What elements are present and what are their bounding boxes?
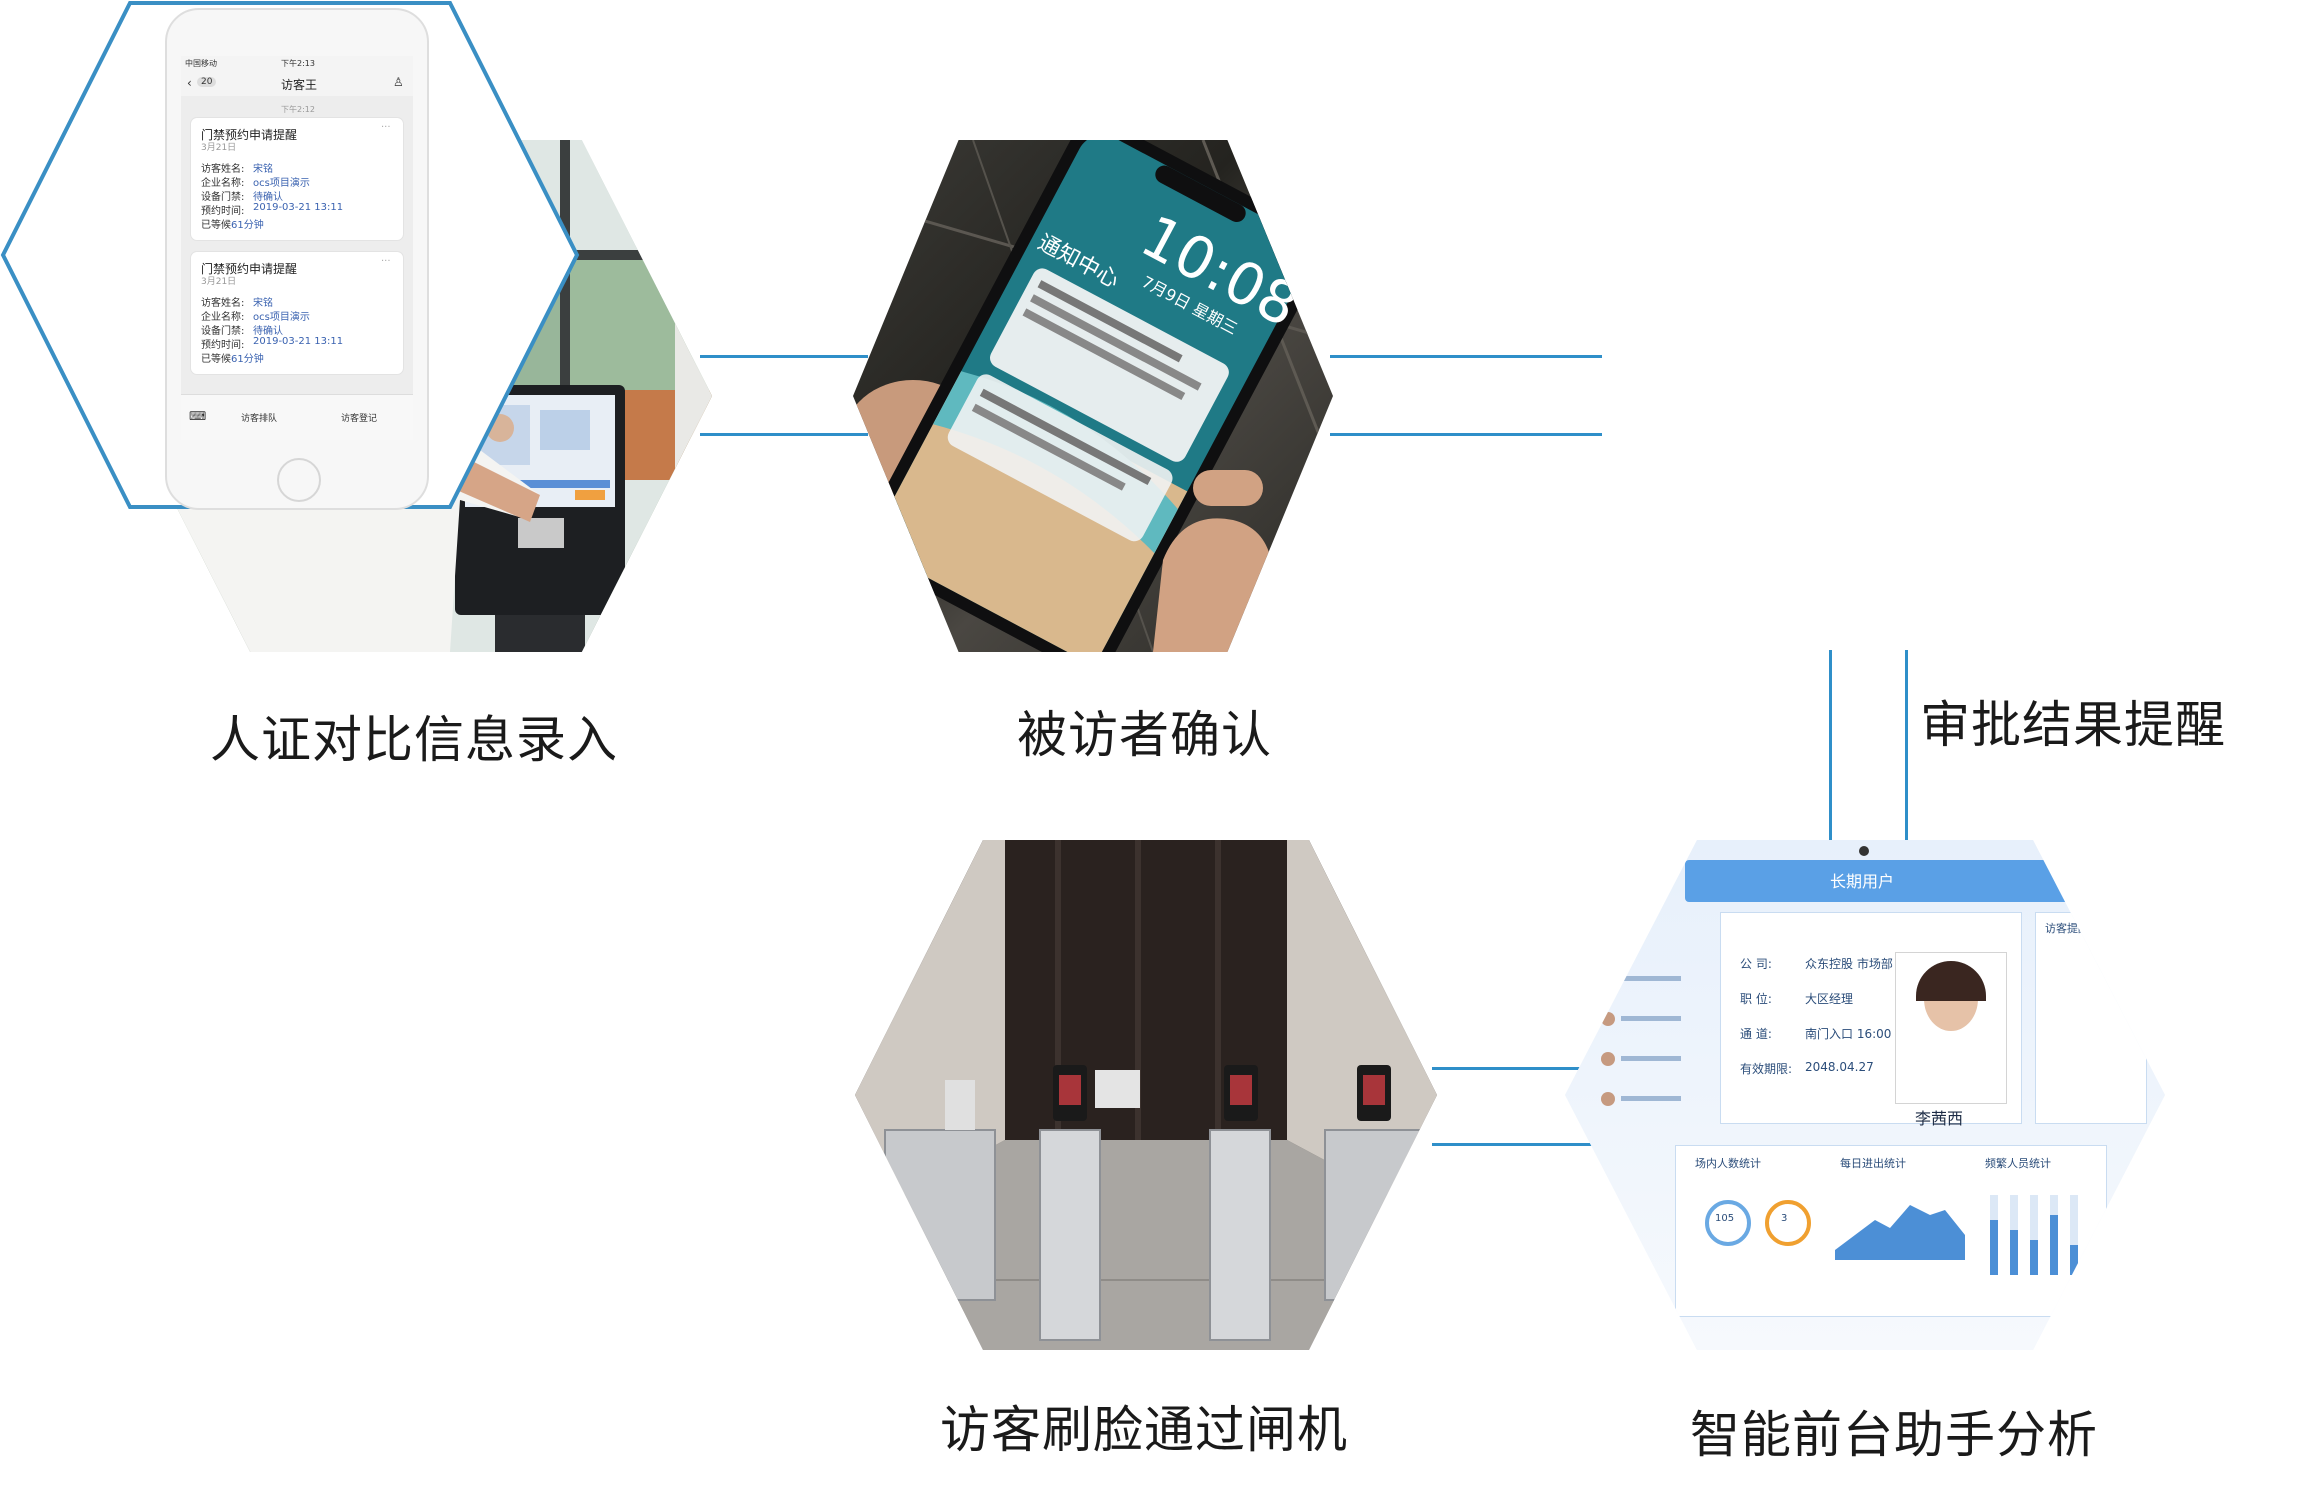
status-time: 下午2:13 (281, 59, 315, 68)
connector-2-3-top (1330, 355, 1602, 358)
step2-caption: 被访者确认 (1017, 706, 1272, 764)
card-row-value: 宋铭 (253, 298, 273, 309)
phone-scene-illustration: 10:08 7月9日 星期三 通知中心 (853, 140, 1333, 652)
card-title: 门禁预约申请提醒 (201, 128, 298, 142)
connector-4-5-top (1432, 1067, 1592, 1070)
banner-title: 长期用户 (1830, 872, 1895, 891)
app-tabbar: ⌨ 访客排队 访客登记 (181, 394, 413, 440)
position-label: 职 位: (1740, 992, 1772, 1006)
stat-title: 每日进出统计 (1840, 1157, 1906, 1170)
ring-value: 3 (1781, 1213, 1788, 1224)
card-row-value: ocs项目演示 (253, 312, 310, 323)
card-row-key: 设备门禁: (201, 192, 245, 203)
card-row-value: 61分钟 (231, 220, 264, 231)
home-button[interactable] (277, 458, 321, 502)
phone-mockup: 中国移动 下午2:13 ‹ 20 访客王 ♙ 下午2:12 门禁预约申请提醒 ·… (165, 8, 429, 510)
card-row-value: 待确认 (253, 192, 283, 203)
dashboard-tile: 长期用户 公 司: 众东控股 市场部 职 位: 大区经理 通 道: 南门入口 1… (1565, 840, 2165, 1350)
ring-chart (1705, 1200, 1751, 1246)
card-row-key: 访客姓名: (201, 298, 245, 309)
step3-caption: 审批结果提醒 (1920, 696, 2226, 754)
app-navbar: 中国移动 下午2:13 ‹ 20 访客王 ♙ (181, 56, 413, 96)
carrier-text: 中国移动 (185, 59, 217, 68)
valid-value: 2048.04.27 (1805, 1060, 1874, 1074)
connector-3-5-left (1829, 650, 1832, 850)
card-row-value: 宋铭 (253, 164, 273, 175)
step4-caption: 访客刷脸通过闸机 (940, 1401, 1348, 1459)
card-row-value: 2019-03-21 13:11 (253, 202, 344, 213)
company-value: 众东控股 市场部 (1805, 957, 1893, 971)
tab-visitor-register[interactable]: 访客登记 (341, 414, 378, 424)
reminder-title: 访客提醒 (2045, 922, 2089, 935)
phone-notification-tile: 10:08 7月9日 星期三 通知中心 (853, 140, 1333, 652)
back-chevron-icon[interactable]: ‹ (187, 76, 192, 90)
more-icon[interactable]: ··· (381, 122, 391, 133)
card-date: 3月21日 (201, 143, 237, 153)
ring-chart (1765, 1200, 1811, 1246)
card-date: 3月21日 (201, 277, 237, 287)
back-count-badge: 20 (197, 77, 217, 87)
frequent-bar-chart (1990, 1195, 2078, 1275)
visitor-name: 李茜西 (1915, 1109, 1964, 1128)
more-icon[interactable]: ··· (381, 256, 391, 267)
card-row-key: 企业名称: (201, 178, 245, 189)
card-title: 门禁预约申请提醒 (201, 262, 298, 276)
gate-photo-tile (855, 840, 1437, 1350)
company-label: 公 司: (1740, 957, 1772, 971)
step5-caption: 智能前台助手分析 (1690, 1406, 2098, 1464)
card-row-key: 已等候 (201, 220, 231, 231)
card-row-value: 61分钟 (231, 354, 264, 365)
stat-title: 场内人数统计 (1695, 1157, 1761, 1170)
reminder-column (2035, 912, 2147, 1124)
card-row-key: 已等候 (201, 354, 231, 365)
user-profile-icon[interactable]: ♙ (393, 75, 404, 89)
reminder-card[interactable]: 门禁预约申请提醒 ··· 3月21日 访客姓名: 宋铭 企业名称: ocs项目演… (191, 252, 403, 374)
phone-screen: 中国移动 下午2:13 ‹ 20 访客王 ♙ 下午2:12 门禁预约申请提醒 ·… (181, 56, 413, 440)
daily-area-chart (1835, 1205, 1965, 1260)
card-row-value: 2019-03-21 13:11 (253, 336, 344, 347)
position-value: 大区经理 (1805, 992, 1854, 1006)
card-row-key: 访客姓名: (201, 164, 245, 175)
reminder-card[interactable]: 门禁预约申请提醒 ··· 3月21日 访客姓名: 宋铭 企业名称: ocs项目演… (191, 118, 403, 240)
connector-1-2-bottom (700, 433, 868, 436)
visitor-list (1595, 960, 1710, 1150)
app-reminder-tile: 中国移动 下午2:13 ‹ 20 访客王 ♙ 下午2:12 门禁预约申请提醒 ·… (0, 0, 580, 510)
gate-scene-illustration (855, 840, 1437, 1350)
card-row-value: ocs项目演示 (253, 178, 310, 189)
visitor-portrait (1895, 952, 2007, 1104)
step1-caption: 人证对比信息录入 (210, 711, 618, 769)
valid-label: 有效期限: (1740, 1062, 1793, 1076)
card-row-key: 预约时间: (201, 206, 245, 217)
app-title: 访客王 (281, 78, 318, 92)
card-row-key: 设备门禁: (201, 326, 245, 337)
connector-4-5-bottom (1432, 1143, 1592, 1146)
connector-2-3-bottom (1330, 433, 1602, 436)
tab-visitor-queue[interactable]: 访客排队 (241, 414, 278, 424)
connector-1-2-top (700, 355, 868, 358)
stat-title: 频繁人员统计 (1985, 1157, 2051, 1170)
camera-icon (1859, 846, 1869, 856)
card-row-key: 企业名称: (201, 312, 245, 323)
ring-value: 105 (1715, 1213, 1735, 1224)
message-time: 下午2:12 (281, 105, 315, 114)
channel-value: 南门入口 16:00 (1805, 1027, 1892, 1041)
dashboard-header (1685, 860, 2105, 902)
card-row-value: 待确认 (253, 326, 283, 337)
card-row-key: 预约时间: (201, 340, 245, 351)
connector-3-5-right (1905, 650, 1908, 850)
keyboard-icon[interactable]: ⌨ (189, 409, 207, 423)
channel-label: 通 道: (1740, 1027, 1772, 1041)
